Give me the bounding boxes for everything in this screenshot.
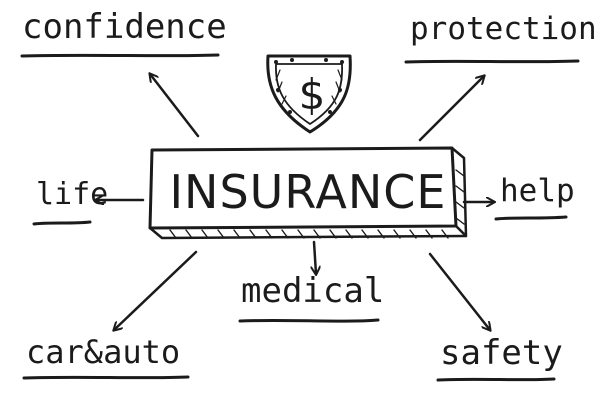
insurance-banner-box [148, 146, 468, 240]
branch-car-auto: car&auto [26, 333, 181, 371]
arrow-to-medical [314, 240, 316, 274]
branch-help: help [500, 173, 575, 209]
dollar-sign: $ [298, 69, 326, 119]
arrow-to-protection [418, 76, 484, 142]
carauto-underline [22, 375, 190, 380]
help-underline [494, 215, 568, 221]
branch-life: life [36, 177, 109, 212]
branch-safety: safety [440, 333, 563, 373]
central-topic-label: INSURANCE [169, 165, 447, 219]
shield-dollar-icon [266, 54, 352, 134]
arrow-to-confidence [150, 74, 200, 138]
arrow-to-safety [428, 252, 490, 330]
arrow-to-carauto [114, 250, 198, 330]
life-underline [32, 220, 92, 226]
medical-underline [238, 318, 380, 323]
branch-confidence: confidence [22, 7, 227, 47]
branch-protection: protection [410, 11, 597, 47]
branch-medical: medical [241, 271, 385, 311]
confidence-underline [20, 53, 220, 58]
protection-underline [404, 59, 580, 64]
safety-underline [436, 377, 556, 382]
